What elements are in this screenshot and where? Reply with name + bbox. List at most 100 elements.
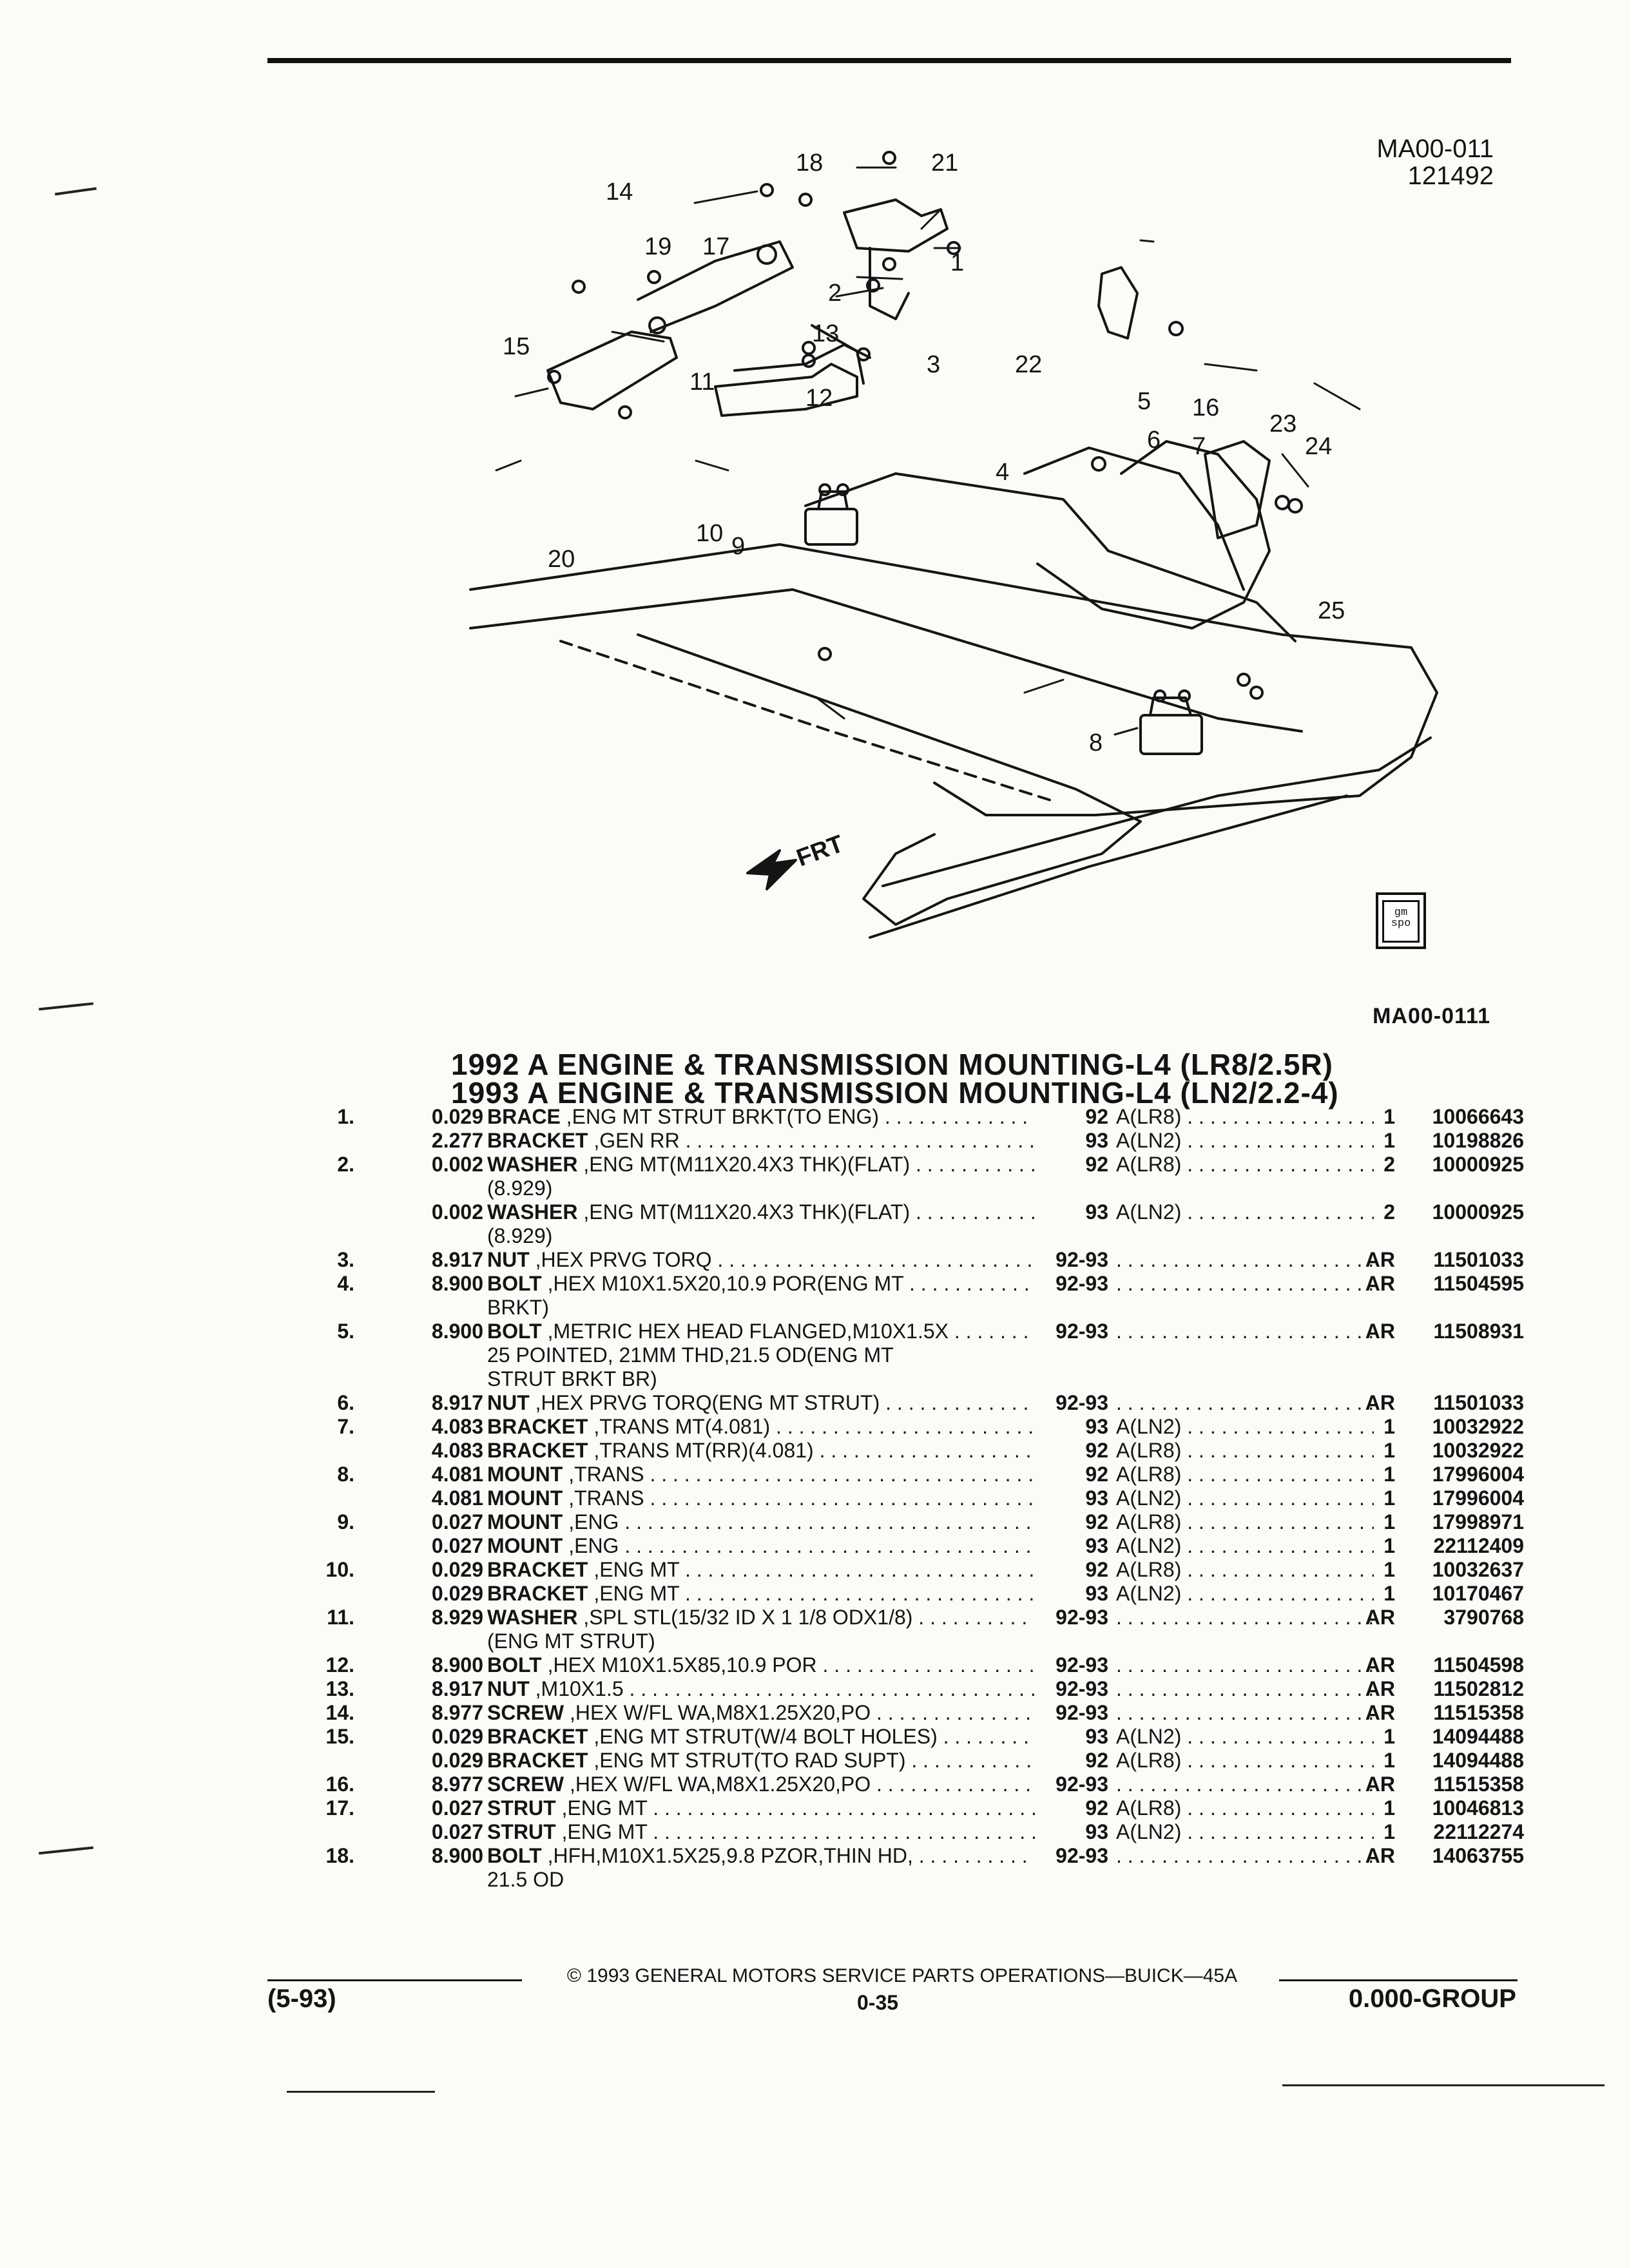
part-series: A(LN2) . . . . . . . . . . . . . . . . .… <box>1116 1129 1374 1153</box>
part-index: 4. <box>337 1272 354 1295</box>
dot-leader: . . . . . . . . . . . . . . . . . . . . … <box>653 1796 1035 1820</box>
part-group: 8.900 <box>431 1844 483 1867</box>
dot-leader: . . . . . . . . . . . . . . . . . . . . … <box>1187 1582 1374 1605</box>
part-name: WASHER <box>487 1153 578 1176</box>
footer-copyright: © 1993 GENERAL MOTORS SERVICE PARTS OPER… <box>566 1965 1238 1986</box>
part-detail: ,ENG MT <box>588 1582 680 1605</box>
engine-bracket <box>714 324 871 417</box>
part-number: 10170467 <box>1432 1582 1524 1605</box>
part-description: BOLT ,HFH,M10X1.5X25,9.8 PZOR,THIN HD, .… <box>487 1844 1035 1868</box>
part-series: A(LN2) . . . . . . . . . . . . . . . . .… <box>1116 1415 1374 1439</box>
part-number: 17996004 <box>1432 1463 1524 1486</box>
dot-leader: . . . . . . . . . . . . . . . . . . . . … <box>916 1200 1035 1224</box>
part-row-continuation: (8.929) <box>303 1224 1527 1248</box>
part-group: 8.929 <box>431 1606 483 1629</box>
part-description: NUT ,M10X1.5 . . . . . . . . . . . . . .… <box>487 1677 1035 1701</box>
part-number: 11502812 <box>1433 1677 1524 1700</box>
part-name: MOUNT <box>487 1463 563 1486</box>
part-name: BRACE <box>487 1105 561 1128</box>
part-name: NUT <box>487 1677 530 1700</box>
part-number: 11501033 <box>1433 1248 1524 1271</box>
gm-spo-logo: gm spo <box>1376 892 1426 949</box>
part-series: A(LR8) . . . . . . . . . . . . . . . . .… <box>1116 1439 1374 1463</box>
part-group: 8.977 <box>431 1773 483 1796</box>
part-group: 0.029 <box>431 1558 483 1581</box>
part-name: BOLT <box>487 1653 542 1677</box>
part-description: MOUNT ,ENG . . . . . . . . . . . . . . .… <box>487 1534 1035 1558</box>
part-number: 10000925 <box>1432 1153 1524 1176</box>
part-index: 9. <box>337 1510 354 1533</box>
part-description: WASHER ,SPL STL(15/32 ID X 1 1/8 ODX1/8)… <box>487 1606 1035 1629</box>
part-quantity: 1 <box>1383 1582 1395 1605</box>
part-quantity: 1 <box>1383 1510 1395 1533</box>
part-group: 8.977 <box>431 1701 483 1724</box>
dot-leader: . . . . . . . . . . . . . . . . . . . . … <box>1187 1796 1374 1820</box>
part-year: 92-93 <box>1055 1248 1108 1271</box>
title-line-2: 1993 A ENGINE & TRANSMISSION MOUNTING-L4… <box>451 1076 1339 1110</box>
part-description-continued: (8.929) <box>487 1224 553 1247</box>
part-name: BRACKET <box>487 1439 588 1462</box>
stray-mark <box>55 187 97 196</box>
part-quantity: 1 <box>1383 1534 1395 1557</box>
part-group: 8.900 <box>431 1272 483 1295</box>
stray-mark <box>39 1846 93 1855</box>
part-name: MOUNT <box>487 1486 563 1510</box>
part-description: STRUT ,ENG MT . . . . . . . . . . . . . … <box>487 1796 1035 1820</box>
part-index: 11. <box>327 1606 354 1629</box>
callout-14: 14 <box>606 178 633 206</box>
part-name: BRACKET <box>487 1415 588 1438</box>
footer-rule-right <box>1279 1979 1518 1981</box>
dot-leader: . . . . . . . . . . . . . . . . . . . . … <box>1187 1725 1374 1748</box>
part-series: A(LN2) . . . . . . . . . . . . . . . . .… <box>1116 1725 1374 1749</box>
part-quantity: 1 <box>1383 1415 1395 1438</box>
part-detail: ,TRANS MT(4.081) <box>588 1415 771 1438</box>
part-index: 3. <box>337 1248 354 1271</box>
dot-leader: . . . . . . . . . . . . . . . . . . . . … <box>650 1463 1035 1486</box>
part-number: 11508931 <box>1433 1320 1524 1343</box>
part-number: 10032637 <box>1432 1558 1524 1581</box>
part-year: 92-93 <box>1055 1272 1108 1295</box>
dot-leader: . . . . . . . . . . . . . . . . . . . . … <box>650 1486 1035 1510</box>
dot-leader: . . . . . . . . . . . . . . . . . . . . … <box>876 1773 1035 1796</box>
part-quantity: 2 <box>1383 1153 1395 1176</box>
part-quantity: AR <box>1365 1272 1395 1295</box>
part-name: SCREW <box>487 1773 564 1796</box>
footer-date-code: (5-93) <box>267 1984 336 2013</box>
dot-leader: . . . . . . . . . . . . . . . . . . . . … <box>1116 1677 1374 1700</box>
dot-leader: . . . . . . . . . . . . . . . . . . . . … <box>1116 1701 1374 1724</box>
part-name: NUT <box>487 1391 530 1414</box>
part-quantity: 1 <box>1383 1439 1395 1462</box>
part-description: BOLT ,HEX M10X1.5X85,10.9 POR . . . . . … <box>487 1653 1035 1677</box>
dot-leader: . . . . . . . . . . . . . . . . . . . . … <box>1187 1510 1374 1533</box>
part-row-continuation: BRKT) <box>303 1296 1527 1320</box>
callout-17: 17 <box>702 233 729 260</box>
part-name: BRACKET <box>487 1582 588 1605</box>
callout-3: 3 <box>927 351 940 378</box>
part-detail: ,ENG MT <box>588 1558 680 1581</box>
part-series: A(LR8) . . . . . . . . . . . . . . . . .… <box>1116 1749 1374 1773</box>
part-name: BRACKET <box>487 1129 588 1152</box>
dot-leader: . . . . . . . . . . . . . . . . . . . . … <box>1187 1534 1374 1557</box>
dot-leader: . . . . . . . . . . . . . . . . . . . . … <box>884 1105 1035 1128</box>
dot-leader: . . . . . . . . . . . . . . . . . . . . … <box>822 1653 1036 1677</box>
part-description: SCREW ,HEX W/FL WA,M8X1.25X20,PO . . . .… <box>487 1701 1035 1725</box>
footer-rule-left <box>267 1979 522 1981</box>
callout-6: 6 <box>1147 427 1161 454</box>
part-group: 8.917 <box>431 1248 483 1271</box>
part-series: . . . . . . . . . . . . . . . . . . . . … <box>1116 1677 1374 1701</box>
part-number: 10066643 <box>1432 1105 1524 1128</box>
callout-16: 16 <box>1192 394 1219 421</box>
part-year: 92 <box>1085 1796 1108 1820</box>
dot-leader: . . . . . . . . . . . . . . . . . . . . … <box>943 1725 1035 1748</box>
part-group: 0.029 <box>431 1725 483 1748</box>
dot-leader: . . . . . . . . . . . . . . . . . . . . … <box>653 1820 1035 1843</box>
part-number: 14094488 <box>1432 1725 1524 1748</box>
part-group: 4.083 <box>431 1439 483 1462</box>
part-detail: ,TRANS <box>563 1463 644 1486</box>
